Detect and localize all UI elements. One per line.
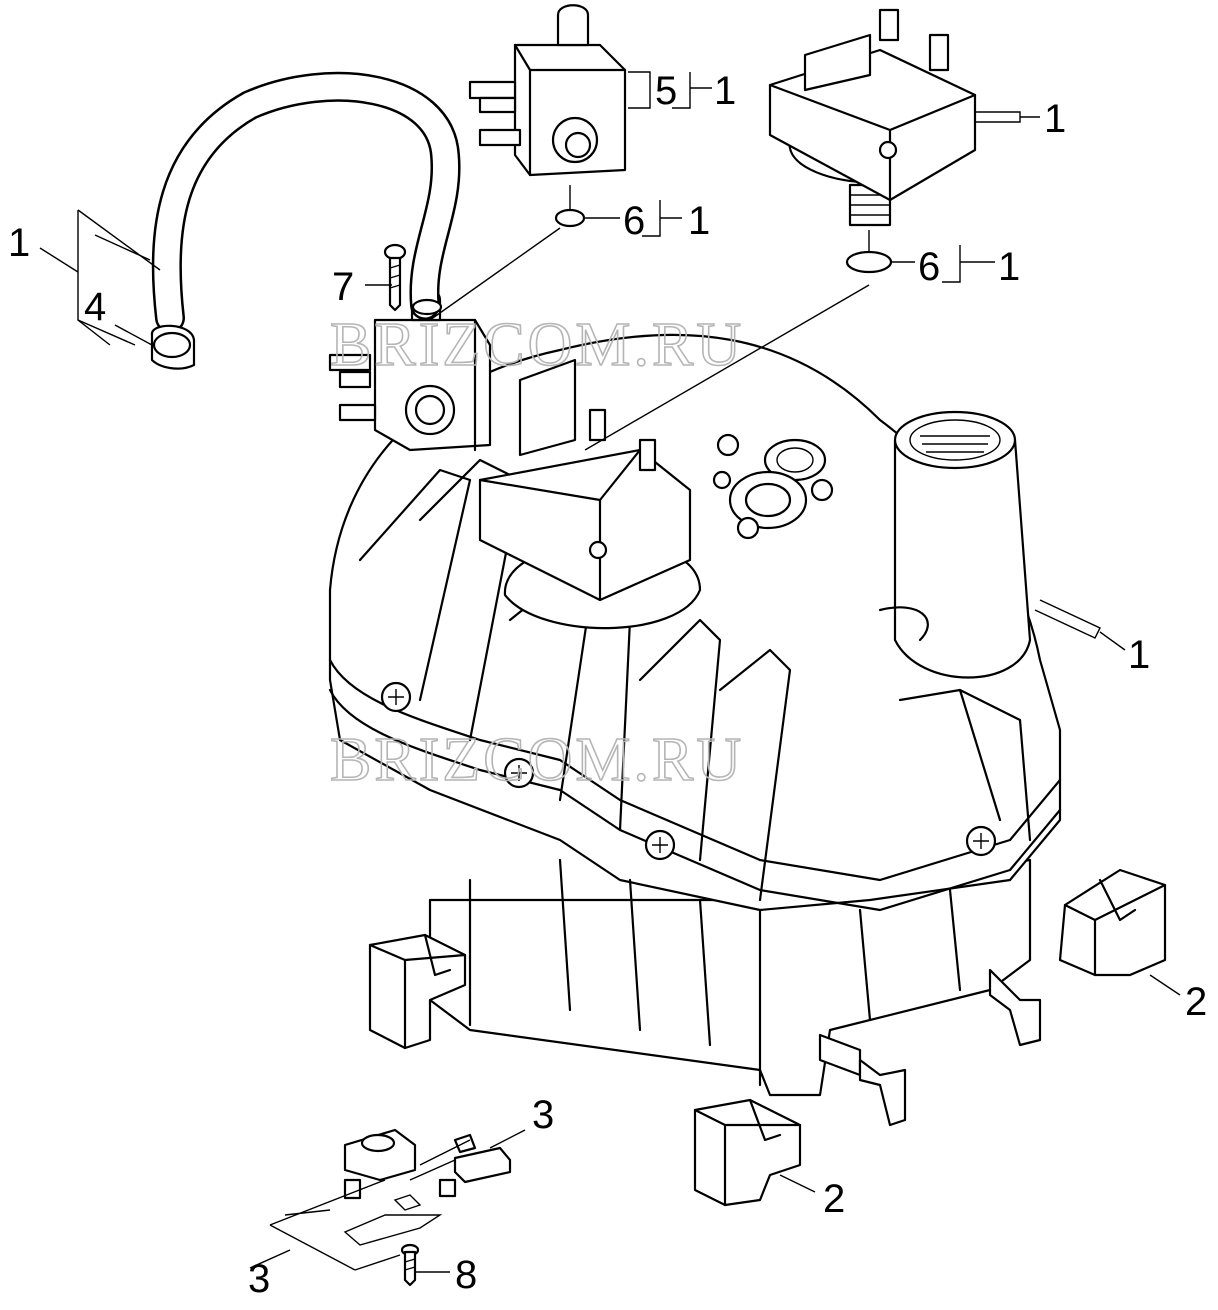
screw-part-7 [383,243,407,312]
o-ring-part-6-right [845,250,893,274]
pressure-switch-part [768,8,977,227]
screw-part-8 [400,1243,420,1287]
callout-6-oring-left-qty: 1 [688,199,710,243]
callout-6-oring-left: 6 [623,199,645,243]
callout-1-boiler: 1 [1128,633,1150,677]
silicone-hose [151,71,461,333]
callout-5-valve-qty: 1 [714,69,736,113]
callout-7-screw: 7 [332,265,354,309]
callout-8-screw: 8 [455,1253,477,1297]
callout-2-foot-right: 2 [1185,980,1207,1024]
callout-1-hose: 1 [8,221,30,265]
o-ring-part-6-left [554,208,586,228]
callout-6-oring-right: 6 [918,245,940,289]
watermark-middle: BRIZCOM.RU [330,726,744,794]
mounted-pressure-switch [478,358,702,630]
rubber-foot-left [368,933,467,1050]
solenoid-valve-part-5 [468,4,627,177]
leader-lines [39,71,1181,1273]
callout-3-thermostat-bottom: 3 [248,1257,270,1301]
callout-5-valve: 5 [655,69,677,113]
callout-6-oring-right-qty: 1 [998,245,1020,289]
thermostat-assembly [343,1128,512,1246]
callout-3-thermostat-top: 3 [532,1093,554,1137]
rubber-foot-bottom [693,1098,802,1207]
callout-1-pressure-switch: 1 [1044,97,1066,141]
callout-2-foot-bottom: 2 [823,1177,845,1221]
callout-4-clip: 4 [84,285,106,329]
hose-clip [150,324,196,370]
watermark-top: BRIZCOM.RU [330,311,744,379]
rubber-foot-right [1058,868,1167,977]
